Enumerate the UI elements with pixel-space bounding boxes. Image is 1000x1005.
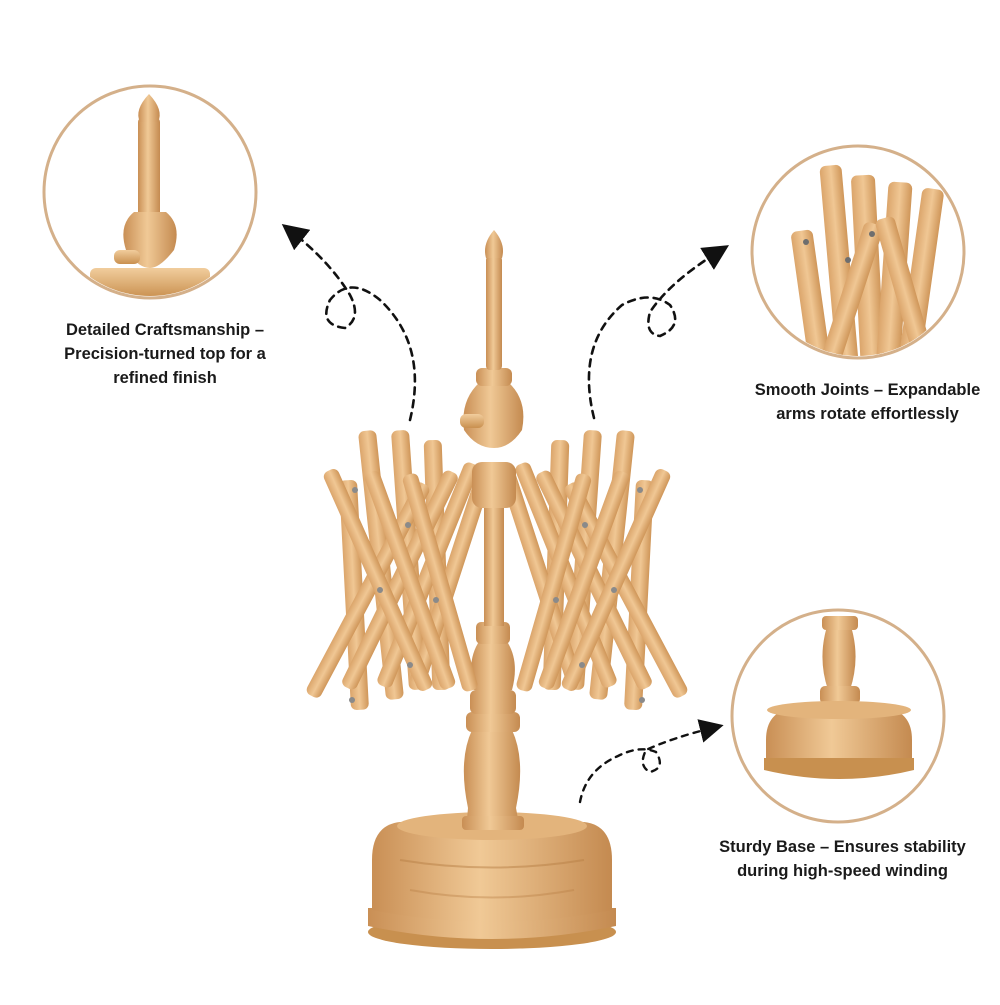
left-arms [306,430,494,711]
upper-bulb [463,382,524,448]
lower-hub [471,640,515,690]
column-collar [466,712,520,732]
yarn-swift-main [306,230,688,949]
upper-hub [472,462,516,508]
arrow-to-joints-detail [587,245,730,420]
right-arms [498,430,688,711]
tension-knob [460,414,484,428]
caption-craftsmanship: Detailed Craftsmanship – Precision-turne… [30,318,300,390]
caption-line: Detailed Craftsmanship – [65,321,265,339]
center-shaft [484,500,504,626]
caption-smooth-joints: Smooth Joints – Expandable arms rotate e… [745,378,990,426]
detail-circle-top [42,84,258,300]
detail-circle-joints [750,144,966,360]
caption-line: refined finish [113,369,217,387]
caption-line: Precision-turned top for a [64,345,266,363]
arrow-to-top-detail [281,223,417,422]
column [463,730,521,830]
top-spindle [486,256,502,370]
caption-line: arms rotate effortlessly [776,405,959,423]
detail-circle-base [730,608,946,824]
caption-line: Smooth Joints – Expandable [754,381,981,399]
caption-line: Sturdy Base – Ensures stability [719,838,966,856]
spindle-finial [485,230,503,258]
base-body [372,822,612,922]
arrow-to-base-detail [578,719,724,804]
caption-sturdy-base: Sturdy Base – Ensures stability during h… [700,835,985,883]
caption-line: during high-speed winding [737,862,948,880]
